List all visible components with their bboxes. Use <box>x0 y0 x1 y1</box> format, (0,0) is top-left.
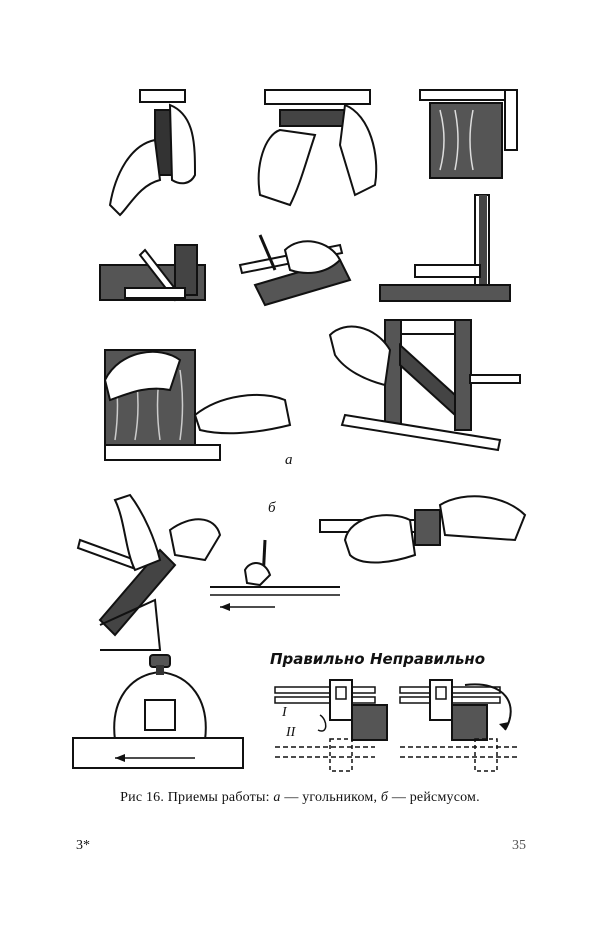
roman-two-label: II <box>286 725 296 740</box>
incorrect-label: Неправильно <box>370 650 486 668</box>
signature-mark: 3* <box>76 838 90 853</box>
square-check-hands-left <box>108 89 197 217</box>
pencil-line-marking <box>210 539 340 611</box>
caption-a-letter: а <box>273 790 281 805</box>
roman-one-label: I <box>282 705 287 720</box>
marking-gauge-use <box>76 493 222 651</box>
caption-a-text: — угольником, <box>284 790 378 805</box>
figure-illustration: а б Правильно Неправильно <box>70 80 540 780</box>
correct-label: Правильно <box>270 650 365 668</box>
square-on-board <box>419 89 518 179</box>
gauge-adjust-hand <box>319 495 527 564</box>
marking-with-pencil-and-square <box>238 234 352 307</box>
caption-b-text: — рейсмусом. <box>391 790 480 805</box>
page-number: 35 <box>512 838 526 853</box>
square-corner-vertical <box>379 194 511 302</box>
hands-checking-block-end <box>103 349 292 461</box>
gauge-correct-diagram <box>274 679 388 772</box>
label-a: а <box>285 452 293 468</box>
square-check-hands-center <box>257 89 378 207</box>
label-b: б <box>268 500 276 516</box>
square-on-block-with-bevel <box>99 244 206 302</box>
caption-prefix: Рис 16. Приемы работы: <box>120 790 270 805</box>
gauge-incorrect-diagram <box>399 679 520 772</box>
marking-jig-on-bench <box>328 319 521 452</box>
caption-b-letter: б <box>380 790 389 805</box>
gauge-head-on-board <box>72 654 244 769</box>
figure-caption: Рис 16. Приемы работы: а — угольником, б… <box>0 790 600 806</box>
